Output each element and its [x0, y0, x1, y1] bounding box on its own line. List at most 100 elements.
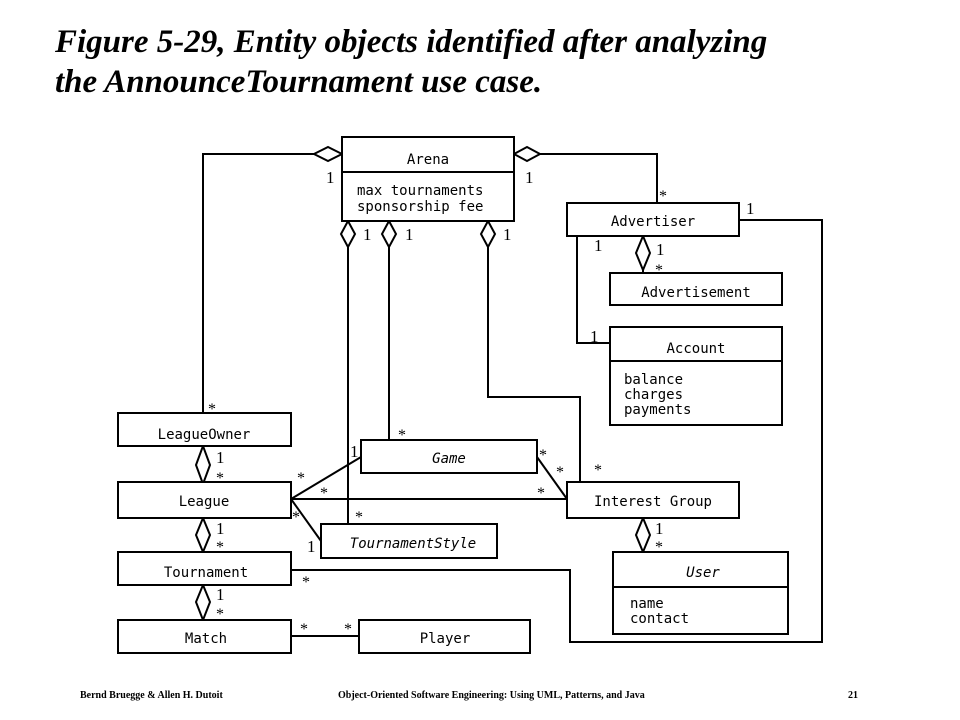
interestgroup-diamond	[634, 515, 652, 555]
mult-player-match: *	[344, 621, 352, 638]
league-diamond	[194, 515, 212, 555]
arena-bottom-diamond-1	[339, 218, 357, 250]
tournament-name: Tournament	[164, 565, 248, 581]
class-game: Game	[360, 439, 538, 474]
class-player: Player	[358, 619, 531, 654]
arena-attr-1: max tournaments	[357, 183, 483, 199]
arena-leagueowner-link	[202, 153, 314, 413]
tournamentstyle-name: TournamentStyle	[350, 536, 476, 552]
mult-advertisement-top: *	[655, 262, 663, 279]
league-tournamentstyle-link	[290, 498, 322, 542]
mult-igroup-game: *	[556, 464, 564, 481]
advertiser-box	[566, 202, 740, 237]
mult-tstyle-top: *	[355, 509, 363, 526]
mult-leagueowner-top: *	[208, 401, 216, 418]
mult-league-game: *	[297, 470, 305, 487]
match-box	[117, 619, 292, 654]
class-account: Account balance charges payments	[609, 326, 783, 426]
footer-book-title: Object-Oriented Software Engineering: Us…	[338, 690, 645, 701]
arena-right-diamond	[511, 145, 543, 163]
multiplicity-labels: 1 1 1 1 1 * 1 1 1 * 1 * * 1 * 1 * * * * …	[208, 168, 755, 638]
account-box	[609, 326, 783, 426]
class-advertisement: Advertisement	[609, 272, 783, 306]
game-name: Game	[432, 451, 466, 467]
class-interestgroup: Interest Group	[566, 481, 740, 519]
player-name: Player	[420, 631, 471, 647]
advertiser-name: Advertiser	[611, 214, 695, 230]
class-tournament: Tournament	[117, 551, 292, 586]
mult-arena-game: 1	[405, 225, 414, 244]
arena-bottom-diamond-2	[380, 218, 398, 250]
mult-account-left: 1	[590, 327, 599, 346]
mult-game-top: *	[398, 427, 406, 444]
mult-arena-igroup: 1	[503, 225, 512, 244]
arena-name: Arena	[407, 152, 449, 168]
arena-attr-2: sponsorship fee	[357, 199, 483, 215]
mult-arena-right: 1	[525, 168, 534, 187]
arena-interestgroup-link	[487, 247, 581, 482]
class-arena: Arena max tournaments sponsorship fee	[341, 136, 515, 222]
class-user: User name contact	[612, 551, 789, 635]
user-attr-2: contact	[630, 611, 689, 627]
mult-tournament-top: *	[216, 539, 224, 556]
class-match: Match	[117, 619, 292, 654]
mult-league-igroup: *	[320, 485, 328, 502]
mult-advertiser-advertisement: 1	[656, 240, 665, 259]
advertiser-user-link	[291, 219, 823, 643]
footer-authors: Bernd Bruegge & Allen H. Dutoit	[80, 690, 223, 701]
interestgroup-name: Interest Group	[594, 494, 712, 510]
mult-league-tournament: 1	[216, 519, 225, 538]
player-box	[358, 619, 531, 654]
footer-page-number: 21	[848, 690, 858, 701]
slide-title-line-2: the AnnounceTournament use case.	[55, 64, 543, 100]
advertisement-name: Advertisement	[641, 285, 751, 301]
arena-box	[341, 136, 515, 222]
mult-game-right: *	[539, 447, 547, 464]
mult-tournament-right: *	[302, 574, 310, 591]
league-game-link	[290, 456, 362, 500]
leagueowner-name: LeagueOwner	[158, 427, 251, 443]
arena-advertiser-link	[540, 153, 658, 203]
match-name: Match	[185, 631, 227, 647]
class-advertiser: Advertiser	[566, 202, 740, 237]
account-name: Account	[666, 341, 725, 357]
mult-advertiser-account: 1	[594, 236, 603, 255]
account-attr-1: balance	[624, 372, 683, 388]
mult-igroup-user: 1	[655, 519, 664, 538]
class-tournamentstyle: TournamentStyle	[320, 523, 498, 559]
mult-game-left: 1	[350, 442, 359, 461]
interestgroup-box	[566, 481, 740, 519]
advertisement-box	[609, 272, 783, 306]
mult-user-top: *	[655, 539, 663, 556]
mult-match-player: *	[300, 621, 308, 638]
account-attr-2: charges	[624, 387, 683, 403]
mult-igroup-arena: *	[594, 462, 602, 479]
league-box	[117, 481, 292, 519]
game-interestgroup-link	[536, 456, 568, 500]
mult-igroup-league: *	[537, 485, 545, 502]
mult-arena-tstyle: 1	[363, 225, 372, 244]
arena-left-diamond	[311, 145, 345, 163]
aggregation-diamonds	[194, 145, 652, 623]
mult-leagueowner-league: 1	[216, 448, 225, 467]
advertiser-diamond	[634, 233, 652, 273]
tournament-diamond	[194, 582, 212, 623]
mult-league-top: *	[216, 470, 224, 487]
leagueowner-box	[117, 412, 292, 447]
arena-bottom-diamond-3	[479, 218, 497, 250]
user-box	[612, 551, 789, 635]
tournamentstyle-box	[320, 523, 498, 559]
leagueowner-diamond	[194, 443, 212, 487]
league-name: League	[179, 494, 230, 510]
mult-league-tstyle: *	[292, 509, 300, 526]
user-name: User	[686, 565, 720, 581]
mult-tournament-match: 1	[216, 585, 225, 604]
mult-arena-left: 1	[326, 168, 335, 187]
advertiser-account-link	[576, 236, 610, 344]
account-attr-3: payments	[624, 402, 691, 418]
user-attr-1: name	[630, 596, 664, 612]
tournament-box	[117, 551, 292, 586]
mult-tstyle-left: 1	[307, 537, 316, 556]
slide-title: Figure 5-29, Entity objects identified a…	[55, 22, 935, 102]
